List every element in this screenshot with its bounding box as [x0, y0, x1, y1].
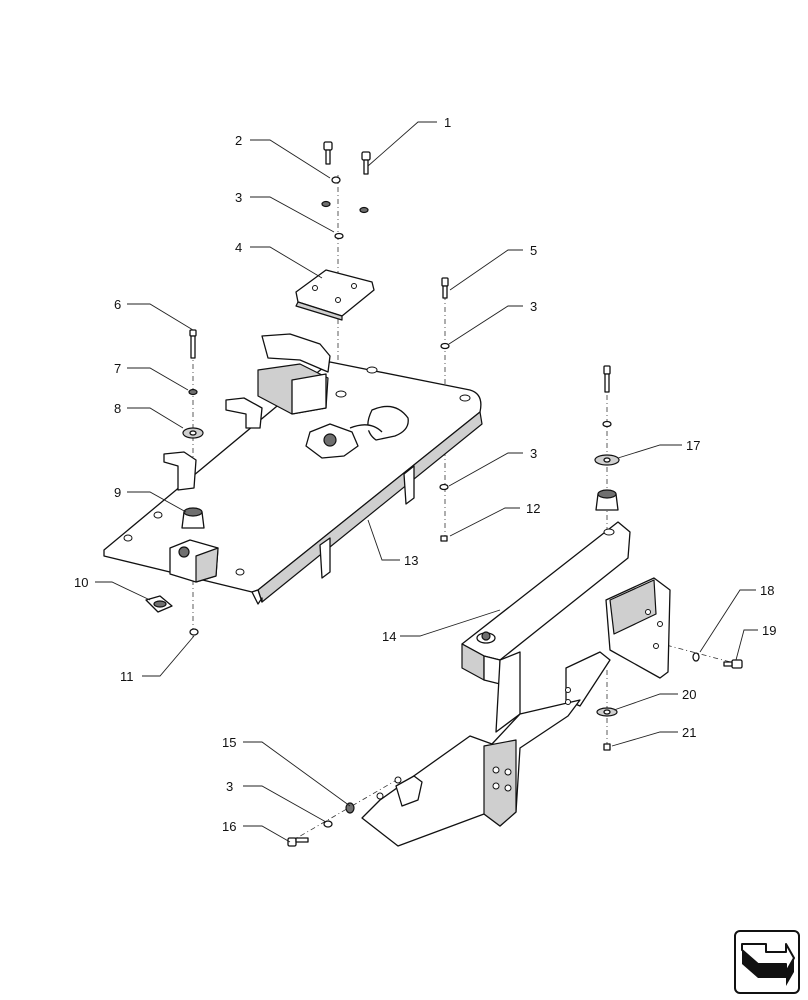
callout-16: 16 — [222, 819, 236, 834]
callout-19: 19 — [762, 623, 776, 638]
callout-5: 5 — [530, 243, 537, 258]
callout-1: 1 — [444, 115, 451, 130]
bolt-5 — [439, 277, 450, 542]
callout-6: 6 — [114, 297, 121, 312]
callout-2: 2 — [235, 133, 242, 148]
callout-11: 11 — [120, 669, 134, 684]
callout-21: 21 — [682, 725, 696, 740]
callout-14: 14 — [382, 629, 396, 644]
next-page-arrow-icon — [741, 943, 795, 986]
next-page-button[interactable] — [734, 930, 800, 994]
bolt-1 — [361, 151, 371, 175]
mounting-plate — [103, 361, 483, 605]
callout-13: 13 — [404, 553, 418, 568]
right-fastener-stack — [594, 365, 620, 511]
callout-15: 15 — [222, 735, 236, 750]
callout-7: 7 — [114, 361, 121, 376]
bolt-2 — [323, 141, 333, 165]
callout-3-right-lower: 3 — [530, 446, 537, 461]
callout-18: 18 — [760, 583, 774, 598]
callout-4: 4 — [235, 240, 242, 255]
washers-top — [321, 176, 369, 240]
lower-fasteners — [287, 802, 355, 847]
plate-bracket — [163, 333, 331, 491]
leader-lines — [95, 121, 758, 843]
callout-8: 8 — [114, 401, 121, 416]
callout-12: 12 — [526, 501, 540, 516]
callout-17: 17 — [686, 438, 700, 453]
callout-3-bottom: 3 — [226, 779, 233, 794]
callout-3-top: 3 — [235, 190, 242, 205]
mount-block — [169, 539, 219, 583]
latch-assembly — [305, 423, 383, 459]
top-bracket-plate — [295, 269, 375, 321]
callout-labels: 1 2 3 4 5 3 6 7 8 3 17 9 12 13 10 18 14 … — [74, 115, 776, 834]
rear-fasteners — [596, 652, 743, 751]
callout-3-right-upper: 3 — [530, 299, 537, 314]
callout-20: 20 — [682, 687, 696, 702]
frame-arm — [361, 521, 671, 847]
callout-9: 9 — [114, 485, 121, 500]
left-fastener-stack — [145, 329, 205, 636]
callout-10: 10 — [74, 575, 88, 590]
